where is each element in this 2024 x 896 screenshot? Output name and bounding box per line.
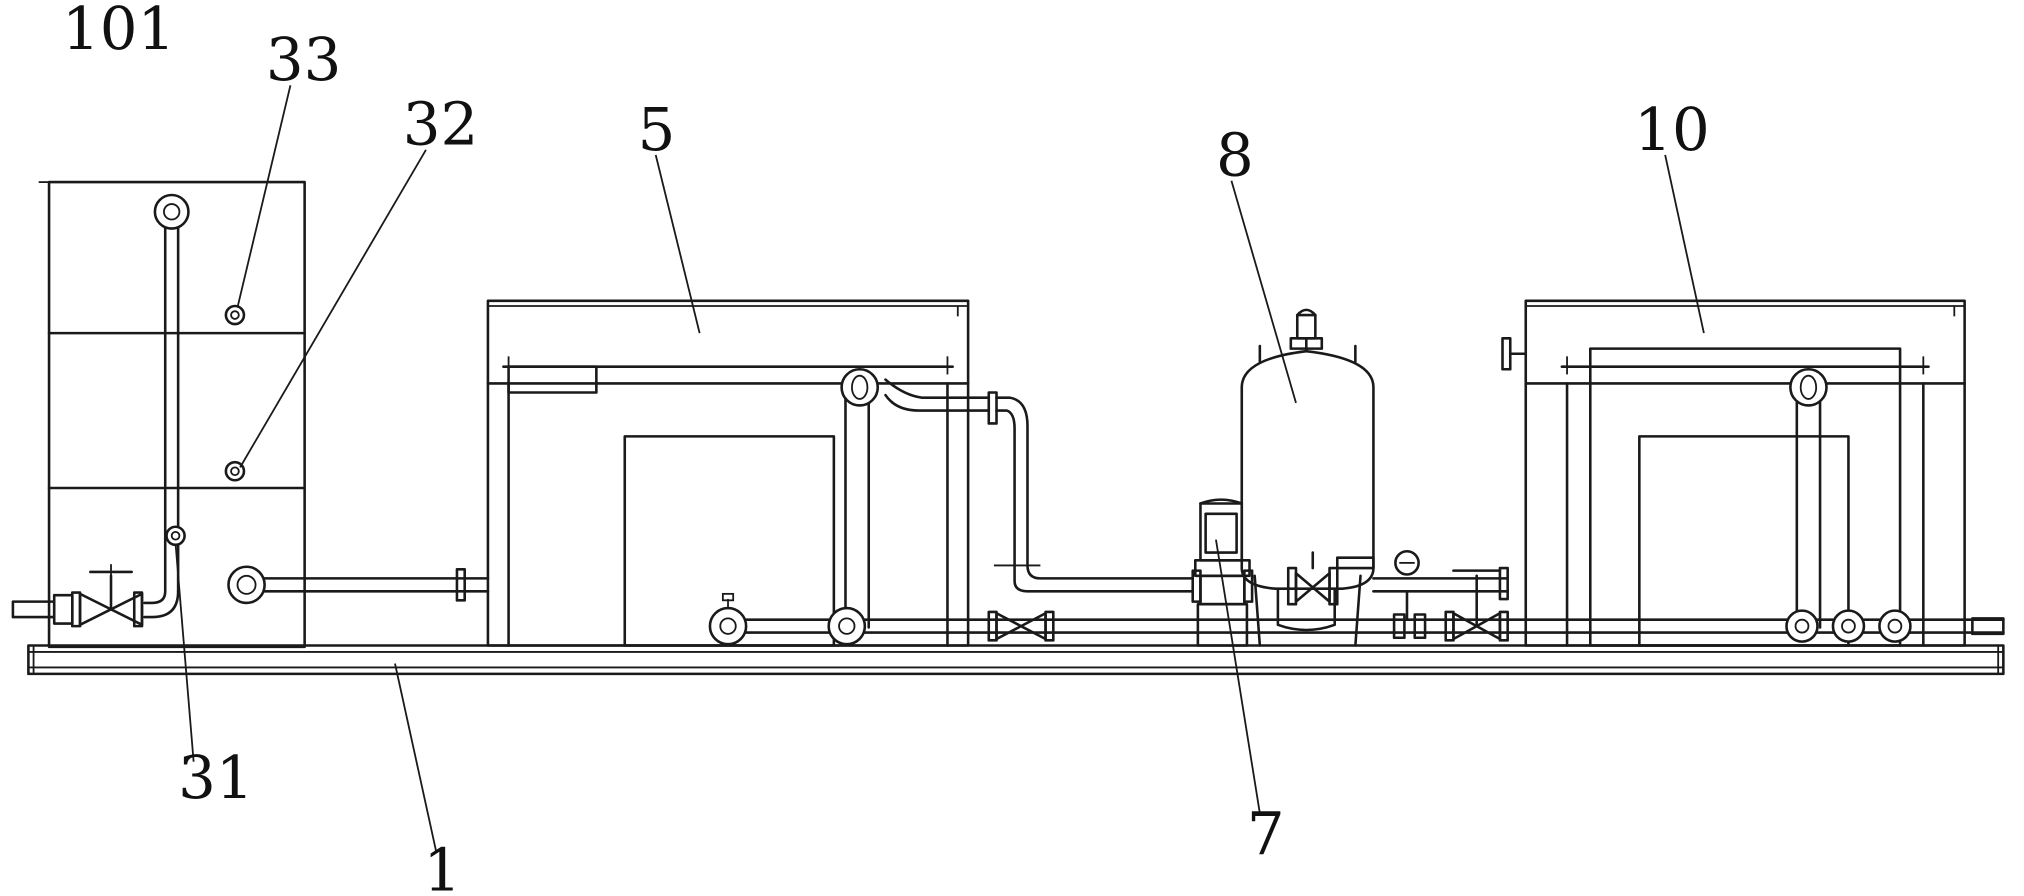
pressure-tank-8 bbox=[1240, 308, 1509, 647]
label-8: 8 bbox=[1216, 122, 1254, 191]
label-7: 7 bbox=[1247, 801, 1285, 870]
tank-outlet-valve bbox=[11, 564, 144, 628]
level-switch-upper bbox=[224, 304, 246, 326]
base-frame bbox=[27, 644, 2005, 676]
label-31: 31 bbox=[178, 744, 254, 813]
label-10: 10 bbox=[1634, 96, 1710, 165]
water-tank bbox=[38, 180, 306, 649]
unit-10-frame bbox=[1501, 299, 2005, 647]
level-pipe bbox=[143, 193, 190, 619]
label-32: 32 bbox=[403, 91, 479, 160]
label-5: 5 bbox=[638, 96, 676, 165]
label-33: 33 bbox=[266, 26, 342, 95]
discharge-pipe bbox=[884, 378, 1195, 593]
leader-lines bbox=[174, 85, 1705, 853]
label-101: 101 bbox=[62, 0, 175, 64]
label-1: 1 bbox=[423, 837, 461, 896]
feed-pipe bbox=[227, 565, 490, 605]
